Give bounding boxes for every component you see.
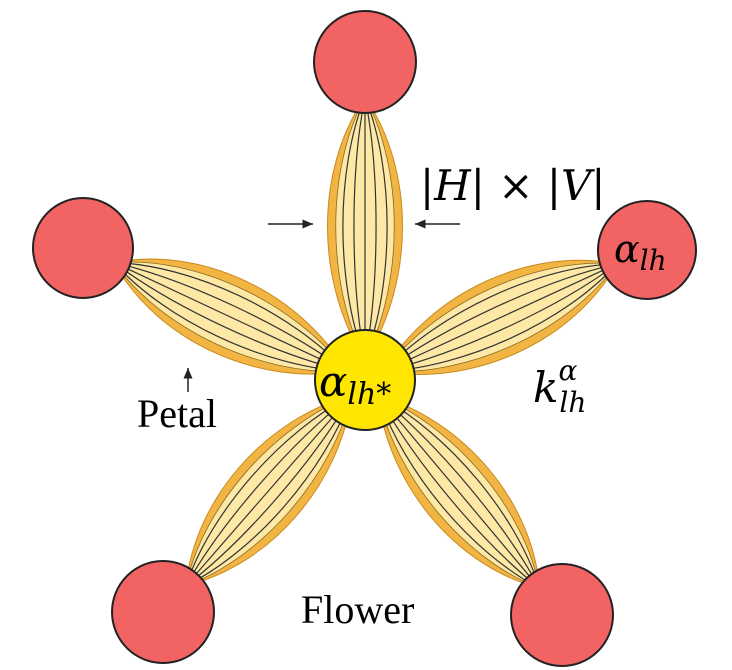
petal-upper-right-vein [382,263,618,373]
petal-upper-right-vein [383,263,618,373]
petal-upper-left-vein [113,261,348,372]
outer-node-3 [111,560,215,664]
petal-top [327,96,403,361]
outer-node-0 [313,10,417,114]
petal-label: Petal [137,391,217,436]
petal-lower-right [377,394,541,589]
petal-top-vein [342,96,366,361]
outer-node-1 [597,200,697,300]
width-label: |H| × |V| [420,161,605,210]
petal-upper-right-vein [383,263,618,373]
petal-upper-left-vein [113,262,347,373]
petal-upper-left-vein [113,261,348,373]
center-label: αlh* [319,357,391,412]
petal-upper-left-vein [113,261,348,373]
outer-node-label: αlh [614,227,667,277]
petal-lower-right-vein [377,394,540,589]
outer-nodes [32,10,697,667]
petal-upper-right [382,259,618,375]
petal-top-vein [364,96,388,361]
outer-node-4 [32,197,134,299]
flower-label: Flower [301,587,414,632]
petal-upper-left [113,258,348,375]
petal-top-vein [364,96,377,361]
center-node [314,329,416,431]
petal-top-vein [353,96,366,361]
petal-upper-right-vein [382,263,618,373]
petal-lower-right-vein [377,394,541,589]
petal-lower-left-vein [185,394,353,587]
outer-node-2 [510,563,614,667]
petal-lower-right-vein [377,395,540,589]
petal-lower-left-vein [185,394,353,586]
